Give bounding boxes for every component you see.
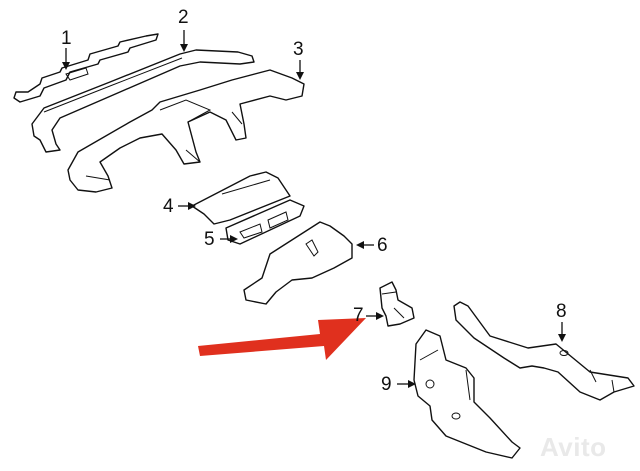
red-arrow-icon: [198, 318, 366, 360]
callout-2: 2: [178, 7, 189, 28]
callout-4: 4: [163, 196, 174, 217]
part-7-small-bracket: [379, 281, 415, 327]
part-1-duct-strip: [13, 33, 159, 103]
part-3-main-duct: [67, 69, 305, 193]
part-5-vent-grille: [225, 199, 305, 245]
callout-1: 1: [61, 28, 72, 49]
callout-9: 9: [381, 374, 392, 395]
callout-5: 5: [204, 229, 215, 250]
leader-lines: [62, 30, 566, 388]
part-9-rear-duct: [413, 329, 521, 459]
callout-3: 3: [293, 39, 304, 60]
callout-7: 7: [353, 305, 364, 326]
part-2-upper-duct: [31, 49, 255, 153]
watermark-text: Avito: [540, 432, 607, 462]
avito-watermark: Avito: [540, 432, 607, 463]
part-6-center-duct: [243, 221, 353, 305]
part-4-vent-frame: [191, 171, 291, 225]
callout-8: 8: [556, 301, 567, 322]
part-8-floor-duct: [453, 301, 635, 401]
callout-6: 6: [377, 235, 388, 256]
